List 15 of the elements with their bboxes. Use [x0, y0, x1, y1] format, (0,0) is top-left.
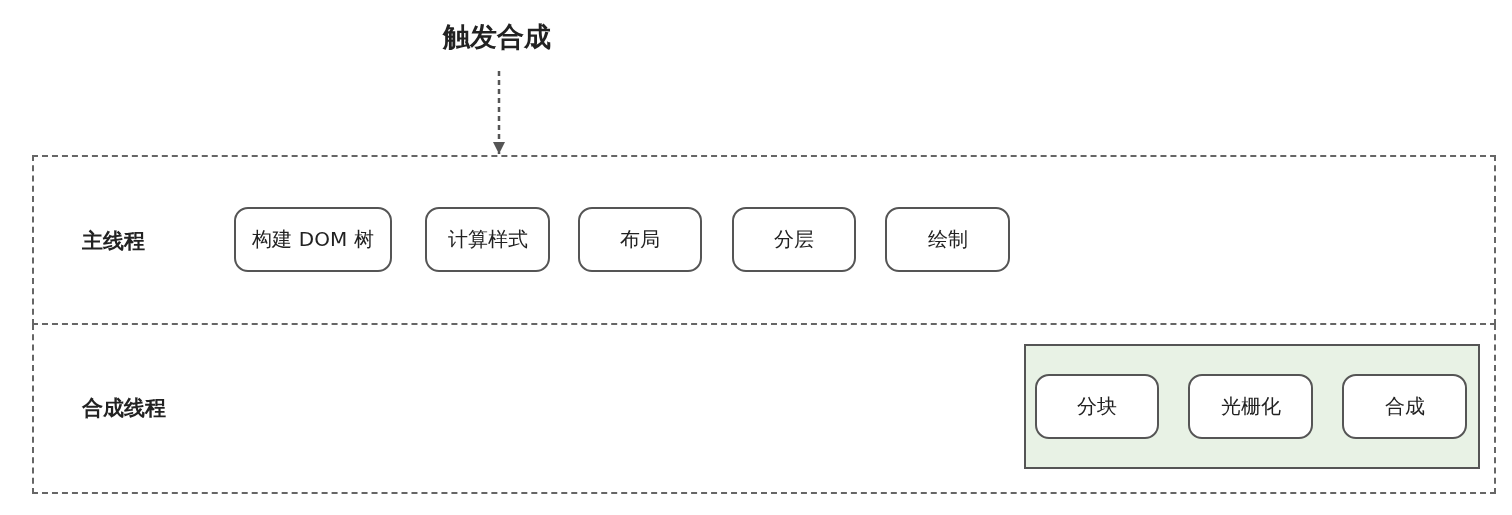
- process-box: 合成: [1342, 374, 1467, 439]
- process-box: 分块: [1035, 374, 1159, 439]
- lane-label: 主线程: [82, 228, 145, 255]
- process-box: 计算样式: [425, 207, 550, 272]
- process-box: 绘制: [885, 207, 1010, 272]
- lane-band: [32, 324, 1496, 494]
- lane-label: 合成线程: [82, 395, 166, 422]
- lane-band: [32, 155, 1496, 325]
- group-box: [1024, 344, 1480, 469]
- trigger-label: 触发合成: [420, 15, 574, 59]
- process-box: 布局: [578, 207, 702, 272]
- process-box: 光栅化: [1188, 374, 1313, 439]
- arrow: [492, 71, 506, 154]
- process-box: 分层: [732, 207, 856, 272]
- process-box: 构建 DOM 树: [234, 207, 392, 272]
